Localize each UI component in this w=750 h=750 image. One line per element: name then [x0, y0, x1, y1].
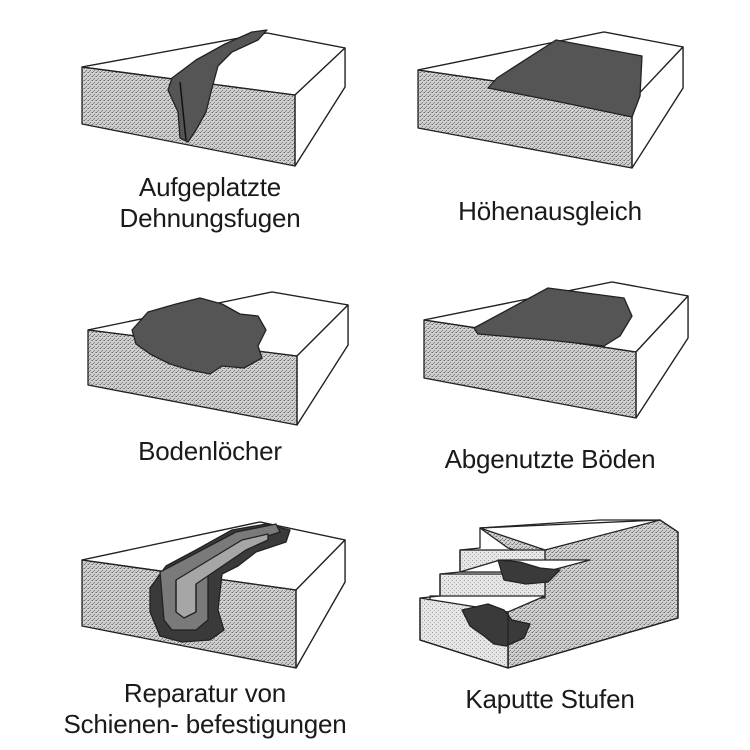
step-damage-lower — [461, 603, 531, 647]
floor-hole-patch — [131, 297, 267, 375]
caption-broken-steps: Kaputte Stufen — [410, 684, 690, 715]
caption-line: Aufgeplatzte — [138, 172, 282, 202]
caption-floor-holes: Bodenlöcher — [70, 436, 350, 467]
caption-line: Reparatur von — [123, 678, 287, 708]
worn-floors-block — [423, 281, 689, 419]
step-damage-upper — [497, 559, 561, 585]
broken-steps-illustration — [419, 519, 679, 669]
leveling-compound — [487, 39, 643, 118]
caption-line: Schienen- befestigungen — [63, 709, 347, 739]
rail-repair-block — [81, 521, 346, 669]
expansion-joint-damage — [167, 29, 268, 143]
expansion-joint-block — [81, 29, 346, 167]
caption-line: Abgenutzte Böden — [444, 444, 656, 474]
caption-line: Höhenausgleich — [458, 196, 642, 226]
caption-expansion-joints: Aufgeplatzte Dehnungsfugen — [70, 172, 350, 234]
caption-line: Kaputte Stufen — [465, 684, 635, 714]
leveling-block — [417, 31, 684, 169]
caption-line: Dehnungsfugen — [119, 203, 301, 233]
caption-rail-repair: Reparatur von Schienen- befestigungen — [40, 678, 370, 740]
caption-line: Bodenlöcher — [138, 436, 282, 466]
caption-leveling: Höhenausgleich — [410, 196, 690, 227]
caption-worn-floors: Abgenutzte Böden — [410, 444, 690, 475]
floor-holes-block — [87, 291, 349, 426]
worn-surface — [473, 287, 633, 347]
